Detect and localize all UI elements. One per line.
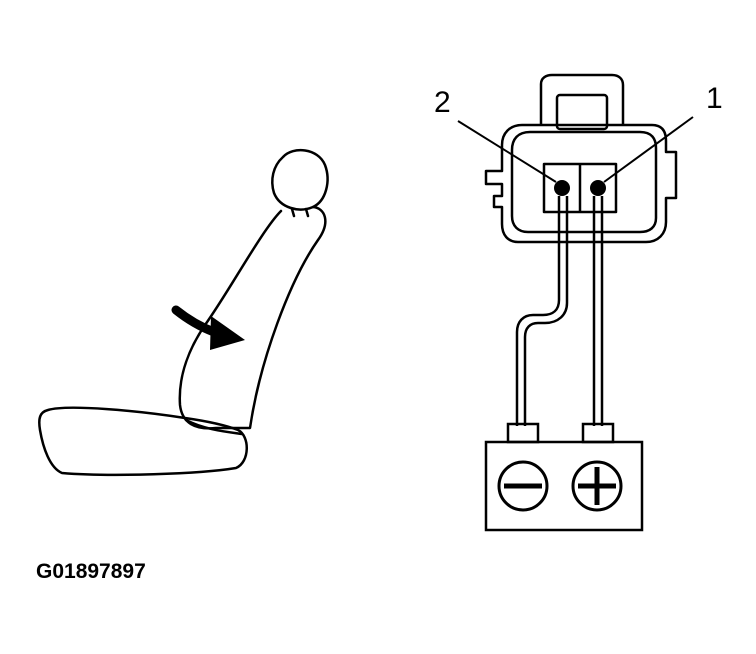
connector-lock-window [555, 93, 609, 131]
figure-id: G01897897 [36, 560, 146, 583]
minus-icon [497, 460, 549, 512]
terminal-pin-1 [590, 180, 606, 196]
battery-body [484, 440, 644, 532]
wire-negative [523, 196, 569, 426]
leader-line-2 [457, 120, 557, 183]
connector [484, 73, 678, 244]
cushion-seam [184, 418, 244, 436]
headrest-stem [304, 207, 310, 218]
connector-inner-outline [510, 130, 658, 234]
battery [484, 422, 644, 532]
terminal-label-1: 1 [706, 82, 723, 115]
terminal-label-2: 2 [434, 86, 451, 119]
leader-line-1 [603, 116, 694, 183]
wire-negative [515, 196, 561, 426]
connector-housing [484, 123, 678, 244]
plus-icon [571, 460, 623, 512]
wires [515, 196, 604, 426]
lumbar-arrow-icon [171, 305, 245, 350]
battery-terminal-negative [506, 422, 540, 444]
connector-lock-tab [539, 73, 625, 125]
terminal-pin-2 [554, 180, 570, 196]
seat-back [178, 205, 327, 430]
seat-illustration [38, 148, 329, 477]
headrest-stem [290, 207, 296, 218]
seat-cushion [38, 406, 248, 477]
seat-headrest [271, 148, 329, 211]
battery-terminal-positive [581, 422, 615, 444]
